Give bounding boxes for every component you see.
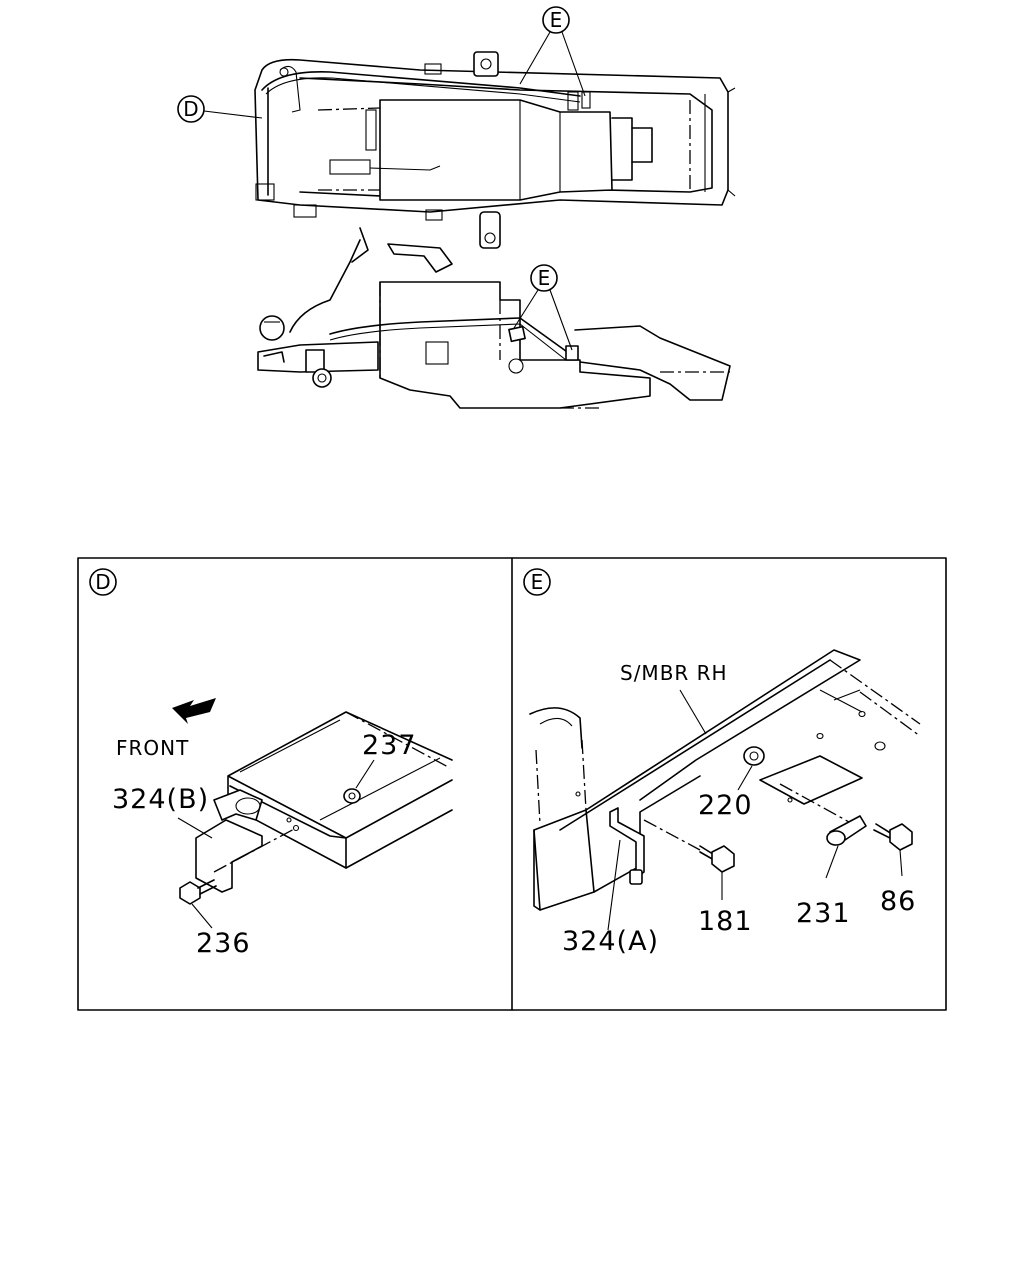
- top-view-chassis: [254, 51, 736, 249]
- part-86-label: 86: [880, 886, 916, 917]
- callout-e-side: E: [513, 264, 573, 351]
- front-arrow-icon: [172, 698, 216, 724]
- front-label: FRONT: [116, 736, 189, 760]
- part-237-label: 237: [362, 730, 417, 761]
- callout-d-top: D: [177, 95, 263, 123]
- part-220-label: 220: [698, 790, 753, 821]
- callout-e-top: E: [519, 6, 586, 97]
- side-member-label: S/MBR RH: [620, 661, 728, 685]
- part-324a-label: 324(A): [562, 926, 659, 957]
- part-236-label: 236: [196, 928, 251, 959]
- detail-panel-d: D FRONT 237 236 324(B): [89, 568, 453, 959]
- panel-d-tag: D: [95, 570, 110, 594]
- callout-e-side-letter: E: [538, 266, 551, 290]
- part-181-label: 181: [698, 906, 753, 937]
- part-324b-label: 324(B): [112, 784, 209, 815]
- callout-e-top-letter: E: [550, 8, 563, 32]
- panel-e-tag: E: [531, 570, 544, 594]
- side-view-chassis: [257, 227, 731, 409]
- callout-d-top-letter: D: [183, 97, 198, 121]
- part-231-label: 231: [796, 898, 851, 929]
- detail-panel-e: E S/MBR RH 324(A) 181: [523, 568, 921, 957]
